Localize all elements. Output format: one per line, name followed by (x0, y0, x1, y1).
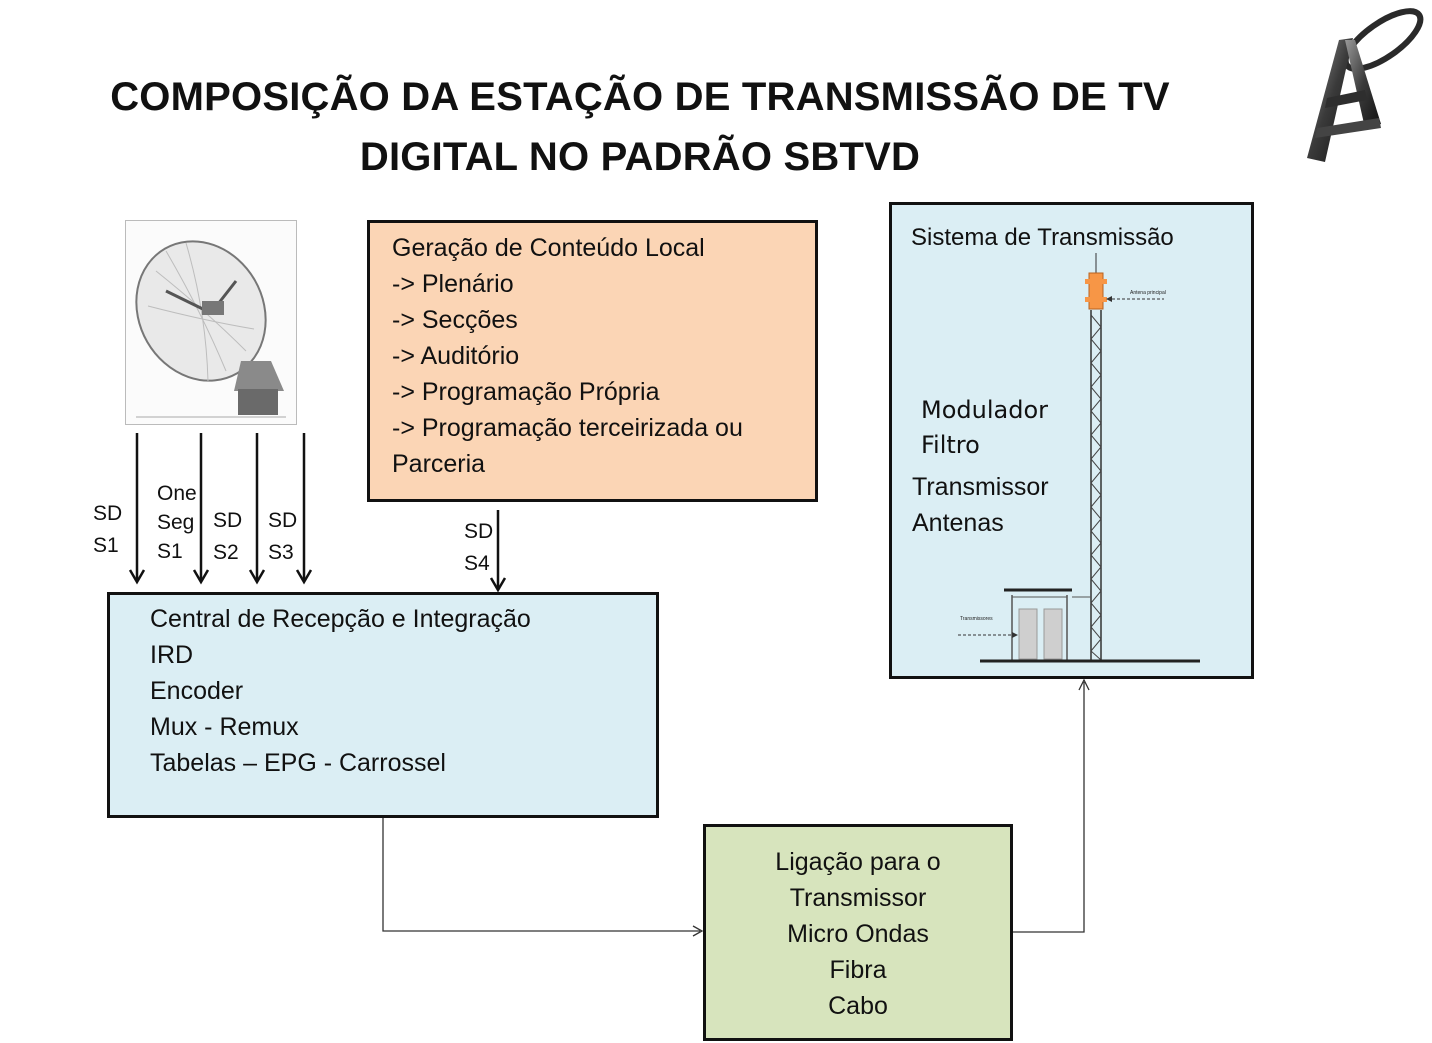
connector-central-to-link (382, 818, 700, 932)
arrowhead-link-to-transmission (1078, 678, 1090, 691)
connector-link-to-transmission (1013, 682, 1085, 933)
signal-label-oneseg: One Seg S1 (157, 479, 197, 566)
antenna-a-logo (1307, 8, 1424, 162)
transmitter-label: Transmissores (960, 616, 993, 622)
transmission-system-box: Sistema de Transmissão Modulador Filtro … (889, 202, 1254, 679)
transmission-item-modulador: Modulador (921, 396, 1048, 424)
link-item-micro-ondas: Micro Ondas (787, 920, 929, 948)
arrowhead-central-to-link (692, 925, 704, 937)
signal-s2-id: S2 (213, 541, 239, 564)
signal-label-sd-s1: SD S1 (93, 498, 122, 562)
arrowhead-sd-s1 (128, 569, 146, 585)
signal-s3-id: S3 (268, 541, 294, 564)
signal-label-sd-s3: SD S3 (268, 505, 297, 569)
arrowhead-sd-s3 (295, 569, 313, 585)
central-reception-box: Central de Recepção e Integração IRD Enc… (107, 592, 659, 818)
signal-oneseg-line2: Seg (157, 511, 195, 534)
content-item-parceria: Parceria (392, 450, 486, 478)
central-item-encoder: Encoder (150, 677, 244, 705)
tower-illustration: Antena principal Transmissores (958, 253, 1200, 663)
signal-s3-type: SD (268, 509, 298, 532)
transmitter-cabinet-2 (1043, 608, 1063, 660)
link-item-transmissor: Transmissor (789, 884, 927, 912)
transmission-item-transmissor: Transmissor (912, 473, 1049, 501)
page-title-line-2: DIGITAL NO PADRÃO SBTVD (359, 135, 921, 179)
content-item-seccoes: -> Secções (392, 306, 518, 334)
link-item-cabo: Cabo (828, 992, 888, 1020)
link-item-fibra: Fibra (829, 956, 887, 984)
content-box-title: Geração de Conteúdo Local (392, 234, 705, 262)
signal-s2-type: SD (213, 509, 243, 532)
content-item-auditorio: -> Auditório (392, 342, 520, 370)
transmission-item-filtro: Filtro (921, 431, 980, 459)
antenna-label: Antena principal (1130, 290, 1166, 296)
satellite-dish-icon (135, 240, 286, 418)
central-item-ird: IRD (150, 641, 194, 669)
link-box: Ligação para o Transmissor Micro Ondas F… (703, 824, 1013, 1041)
transmission-item-antenas: Antenas (912, 509, 1004, 537)
content-item-programacao-propria: -> Programação Própria (392, 378, 660, 406)
satellite-dish-image (125, 220, 297, 425)
link-box-title: Ligação para o (775, 848, 941, 876)
signal-oneseg-id: S1 (157, 540, 183, 563)
transmitter-cabinet-1 (1018, 608, 1038, 660)
central-item-tabelas: Tabelas – EPG - Carrossel (150, 749, 446, 777)
content-generation-box: Geração de Conteúdo Local -> Plenário ->… (367, 220, 818, 502)
content-item-plenario: -> Plenário (392, 270, 514, 298)
signal-s1-type: SD (93, 502, 123, 525)
signal-s4-id: S4 (464, 552, 490, 575)
central-item-mux: Mux - Remux (150, 713, 299, 741)
content-item-programacao-terceirizada: -> Programação terceirizada ou (392, 414, 743, 442)
arrowhead-sd-s4 (489, 577, 507, 593)
signal-label-sd-s2: SD S2 (213, 505, 242, 569)
arrowhead-sd-s2 (248, 569, 266, 585)
page-title-line-1: COMPOSIÇÃO DA ESTAÇÃO DE TRANSMISSÃO DE … (110, 75, 1170, 119)
signal-s4-type: SD (464, 520, 494, 543)
transmission-box-title: Sistema de Transmissão (911, 224, 1174, 251)
signal-oneseg-line1: One (157, 482, 197, 505)
arrowhead-oneseg (192, 569, 210, 585)
signal-label-sd-s4: SD S4 (464, 516, 493, 580)
signal-s1-id: S1 (93, 534, 119, 557)
central-box-title: Central de Recepção e Integração (150, 605, 531, 633)
